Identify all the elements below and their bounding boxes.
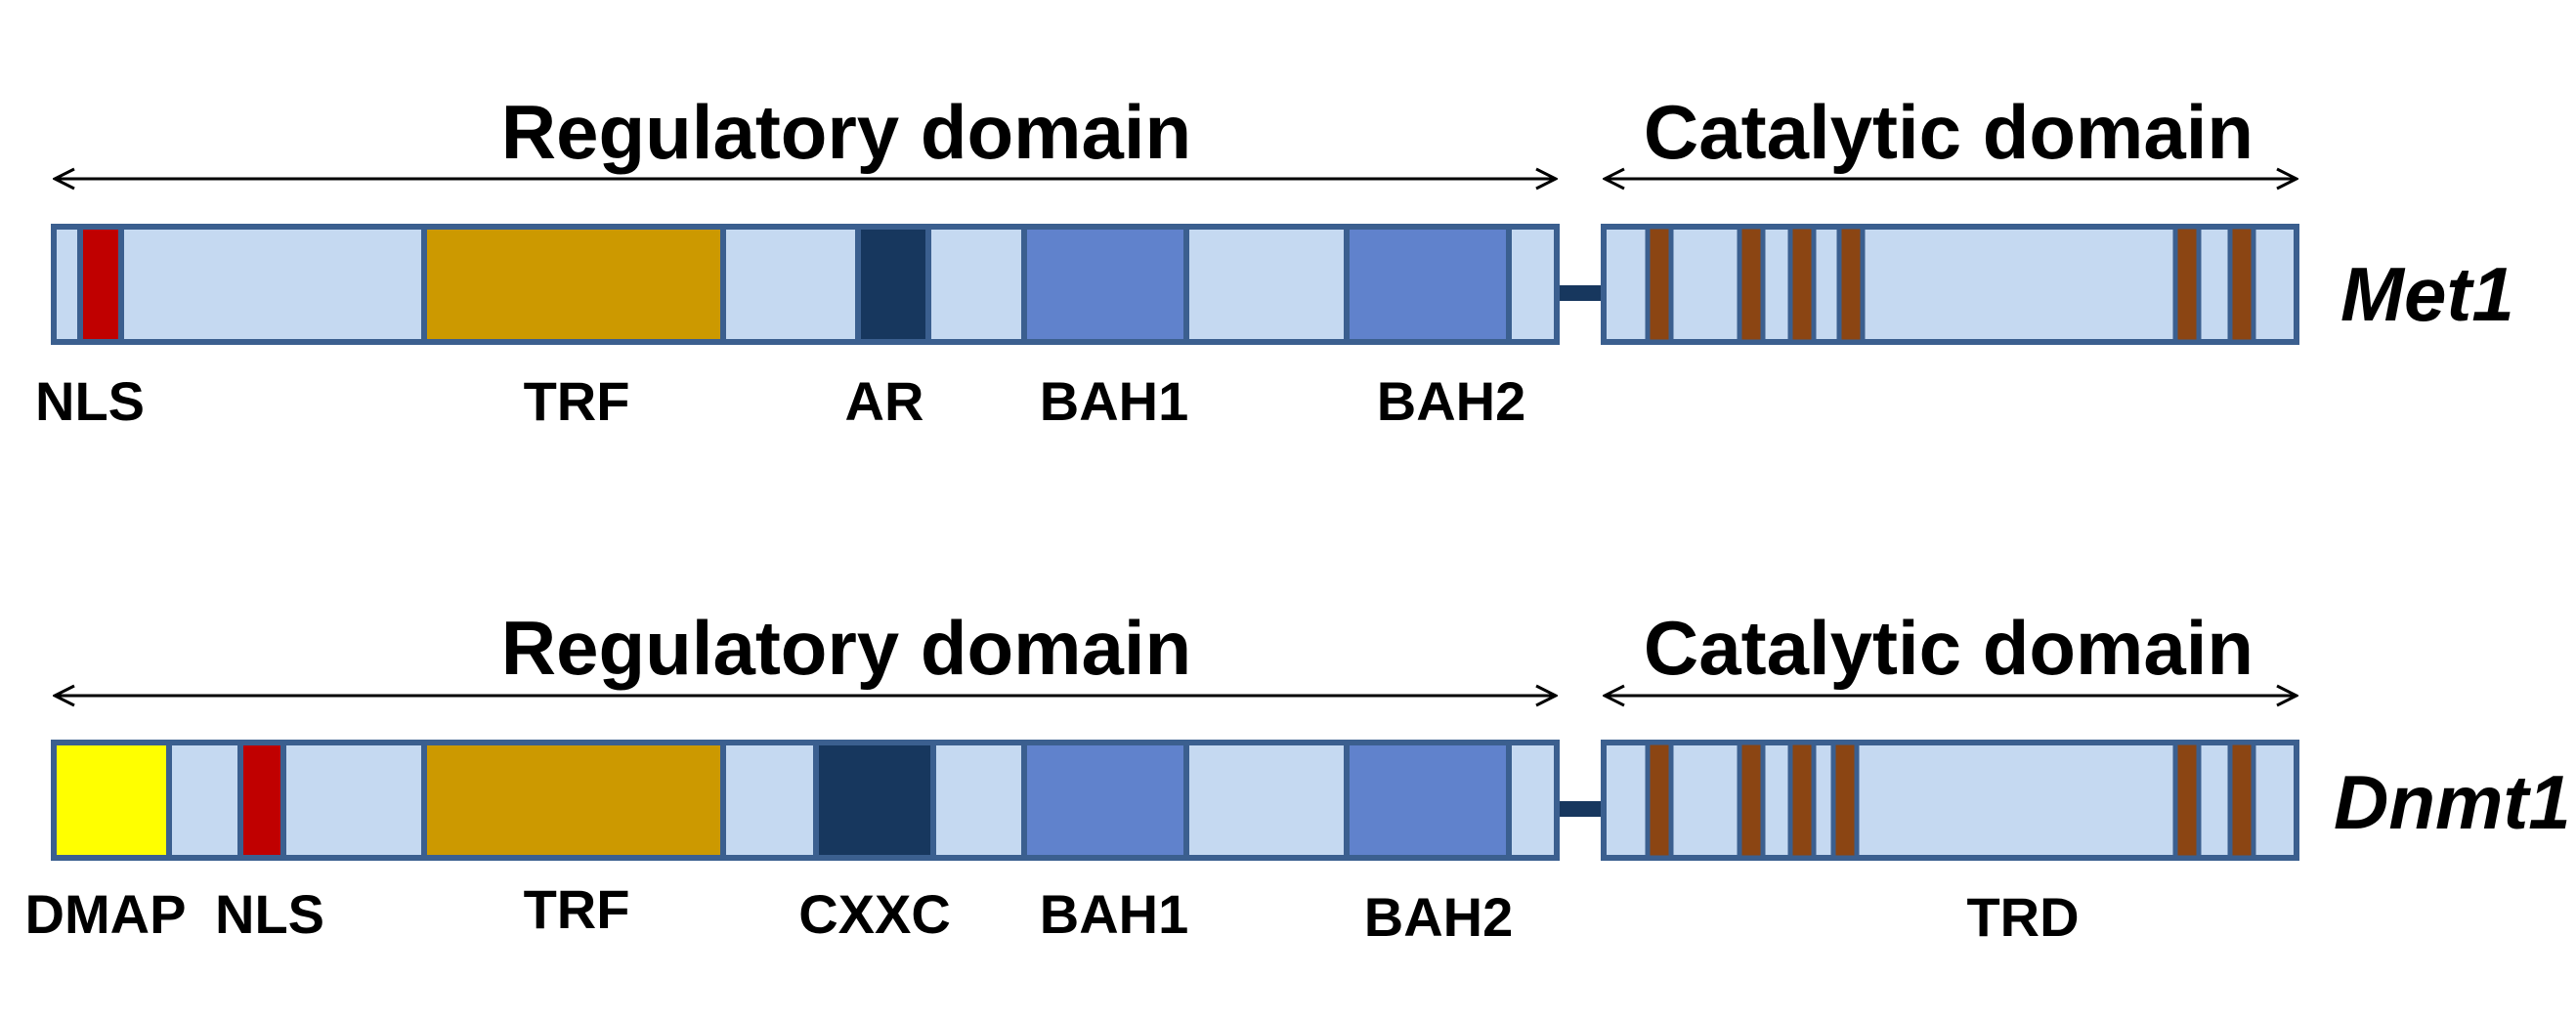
dnmt1-trf-label: TRF — [524, 878, 630, 940]
dnmt1-motif-5 — [2172, 740, 2202, 861]
met1-regulatory-bar — [51, 224, 1560, 345]
dnmt1-nls-label: NLS — [215, 883, 324, 945]
met1-motif-2 — [1737, 224, 1766, 345]
met1-bah1-domain — [1021, 224, 1189, 345]
met1-bah2-domain — [1344, 224, 1512, 345]
dnmt1-trd-label: TRD — [1966, 886, 2079, 948]
met1-nls-domain — [77, 224, 124, 345]
dnmt1-linker — [1560, 801, 1603, 817]
met1-catalytic-motifs — [1645, 224, 2256, 345]
met1-bah2-label: BAH2 — [1377, 370, 1525, 432]
met1-motif-6 — [2227, 224, 2256, 345]
met1-linker — [1560, 285, 1603, 301]
dnmt1-dmap-domain — [51, 740, 172, 861]
met1-motif-5 — [2172, 224, 2202, 345]
met1-bah1-label: BAH1 — [1040, 370, 1188, 432]
dnmt1-catalytic-label: Catalytic domain — [1644, 605, 2254, 691]
dnmt1-bah1-domain — [1021, 740, 1189, 861]
dnmt1-motif-3 — [1787, 740, 1817, 861]
dnmt1-bah1-label: BAH1 — [1040, 883, 1188, 945]
met1-protein: Regulatory domain Catalytic domain Met1 … — [35, 89, 2514, 432]
dnmt1-cxxc-domain — [813, 740, 936, 861]
met1-nls-label: NLS — [35, 370, 145, 432]
met1-trf-label: TRF — [524, 370, 630, 432]
met1-ar-label: AR — [845, 370, 924, 432]
dnmt1-catalytic-motifs — [1645, 740, 2256, 861]
met1-motif-4 — [1836, 224, 1866, 345]
dnmt1-motif-2 — [1737, 740, 1766, 861]
dnmt1-bah2-domain — [1344, 740, 1512, 861]
dnmt1-bah2-label: BAH2 — [1364, 886, 1513, 948]
met1-catalytic-label: Catalytic domain — [1644, 89, 2254, 175]
dnmt1-regulatory-label: Regulatory domain — [501, 605, 1191, 691]
met1-trf-domain — [421, 224, 726, 345]
dnmt1-nls-domain — [237, 740, 286, 861]
dnmt1-regulatory-bar — [51, 740, 1560, 861]
met1-motif-3 — [1787, 224, 1817, 345]
dnmt1-trf-domain — [421, 740, 726, 861]
dnmt1-cxxc-label: CXXC — [798, 883, 951, 945]
met1-regulatory-label: Regulatory domain — [501, 89, 1191, 175]
met1-motif-1 — [1645, 224, 1674, 345]
dnmt1-motif-1 — [1645, 740, 1674, 861]
dnmt1-protein: Regulatory domain Catalytic domain Dnmt1… — [25, 605, 2571, 948]
met1-ar-domain — [855, 224, 931, 345]
dnmt1-gene-label: Dnmt1 — [2334, 759, 2571, 845]
dnmt1-motif-6 — [2227, 740, 2256, 861]
dnmt1-dmap-label: DMAP — [25, 883, 187, 945]
met1-gene-label: Met1 — [2340, 251, 2514, 337]
dnmt1-motif-4 — [1830, 740, 1860, 861]
